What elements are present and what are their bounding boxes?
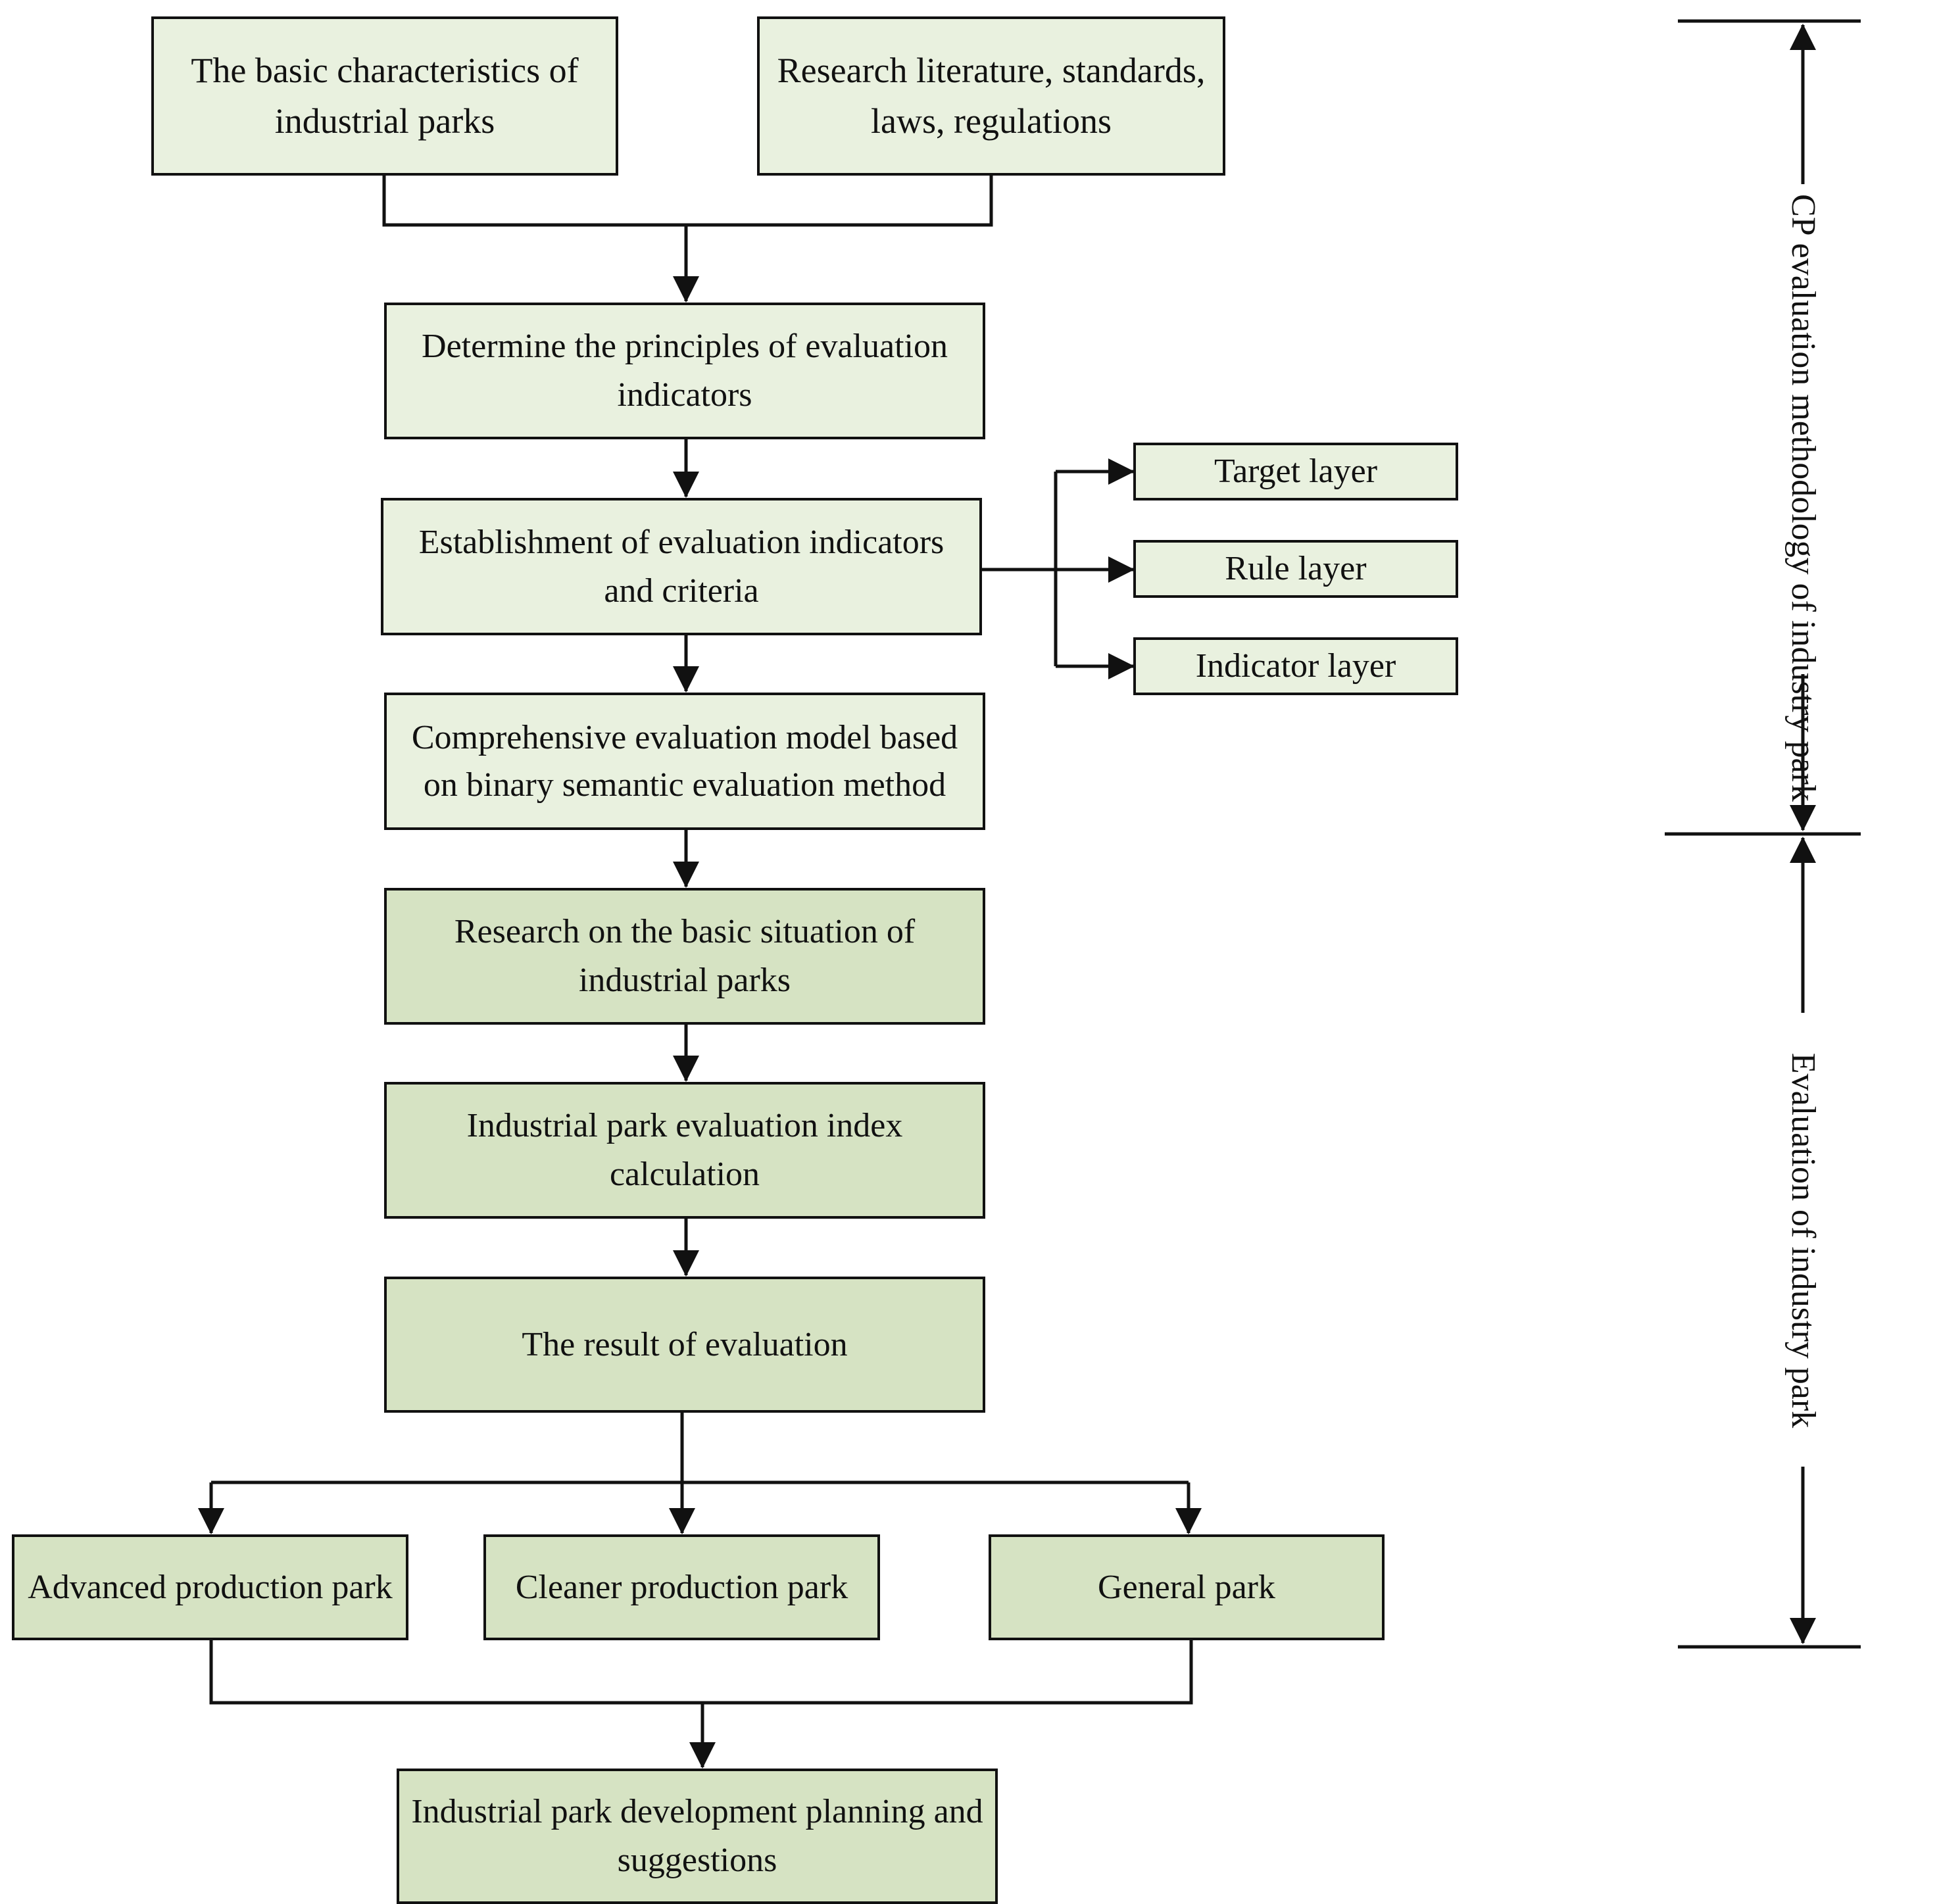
layer-target-box: Target layer [1133,443,1458,500]
step-research-text: Research on the basic situation of indus… [454,913,916,999]
phase-label-evaluation: Evaluation of industry park [1779,1017,1827,1464]
step-result-box: The result of evaluation [384,1277,985,1413]
step-research-box: Research on the basic situation of indus… [384,888,985,1025]
input-literature-box: Research literature, standards, laws, re… [757,16,1225,176]
outcome-advanced-text: Advanced production park [28,1568,393,1606]
step-establishment-box: Establishment of evaluation indicators a… [381,498,982,635]
outcome-general-box: General park [989,1534,1385,1640]
outcome-cleaner-text: Cleaner production park [515,1568,848,1606]
layer-indicator-text: Indicator layer [1195,647,1396,685]
step-calculation-text: Industrial park evaluation index calcula… [466,1107,903,1193]
step-establishment-text: Establishment of evaluation indicators a… [418,523,945,610]
input-characteristics-text: The basic characteristics of industrial … [191,51,579,141]
step-result-text: The result of evaluation [522,1325,848,1363]
step-model-box: Comprehensive evaluation model based on … [384,693,985,830]
outcome-cleaner-box: Cleaner production park [483,1534,880,1640]
phase-label-methodology-text: CP evaluation methodology of industry pa… [1784,194,1823,802]
layer-target-text: Target layer [1214,452,1378,491]
final-suggestions-text: Industrial park development planning and… [411,1793,983,1879]
step-principles-box: Determine the principles of evaluation i… [384,303,985,439]
phase-label-evaluation-text: Evaluation of industry park [1784,1052,1823,1428]
step-calculation-box: Industrial park evaluation index calcula… [384,1082,985,1219]
layer-rule-text: Rule layer [1225,550,1367,588]
layer-rule-box: Rule layer [1133,540,1458,598]
outcome-advanced-box: Advanced production park [12,1534,408,1640]
input-characteristics-box: The basic characteristics of industrial … [151,16,618,176]
outcome-general-text: General park [1098,1568,1275,1606]
final-suggestions-box: Industrial park development planning and… [397,1769,998,1904]
input-literature-text: Research literature, standards, laws, re… [777,51,1206,141]
merge-connector-top [382,176,993,227]
phase-label-methodology: CP evaluation methodology of industry pa… [1779,194,1827,802]
step-principles-text: Determine the principles of evaluation i… [422,328,948,414]
merge-connector-bottom [209,1640,1193,1705]
step-model-text: Comprehensive evaluation model based on … [411,718,958,804]
layer-indicator-box: Indicator layer [1133,637,1458,695]
